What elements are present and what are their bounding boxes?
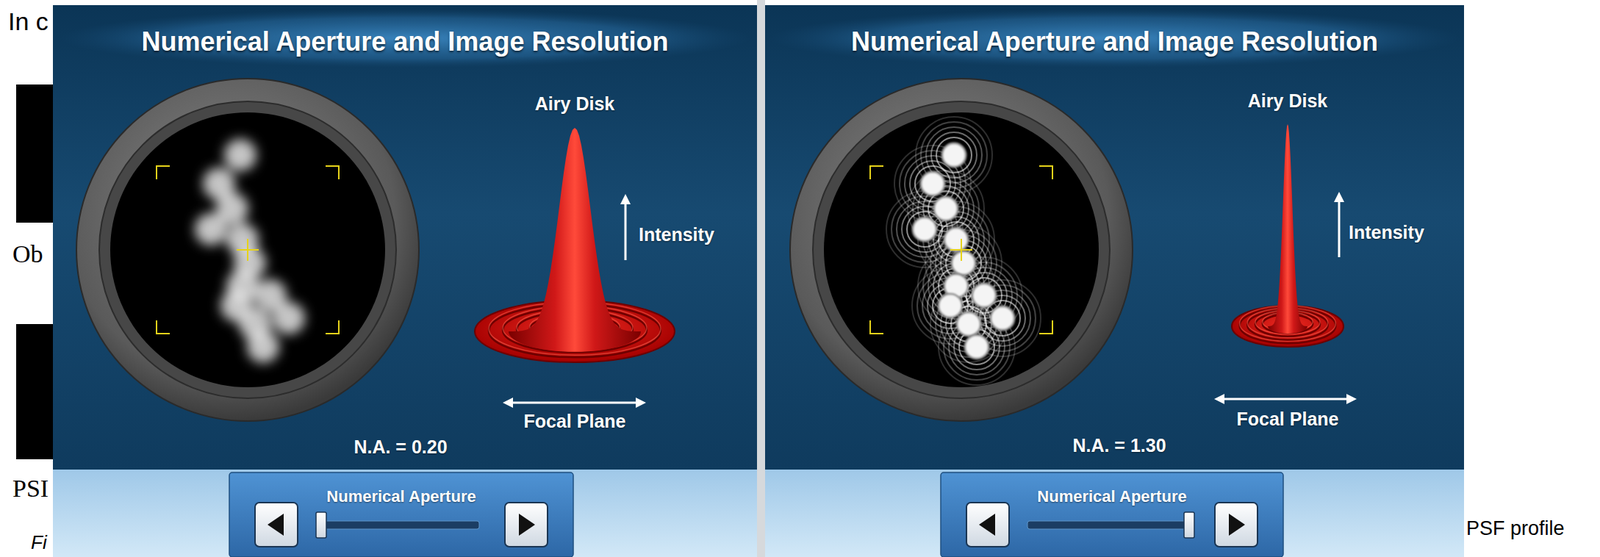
control-band (52, 469, 758, 557)
slider-label: Numerical Aperture (940, 488, 1284, 506)
resolved-particle (944, 227, 968, 252)
slider-thumb (316, 512, 327, 538)
blurred-particle (194, 213, 228, 246)
axis-label: Intensity (638, 224, 715, 246)
slider-thumb (1184, 512, 1195, 538)
resolved-particle (912, 217, 937, 242)
intensity-arrow (1338, 200, 1341, 258)
airy-ring (891, 196, 958, 263)
airy-ring (936, 137, 972, 173)
frame-bracket (1039, 320, 1053, 334)
arrow-button (966, 502, 1010, 547)
panel-title: Numerical Aperture and Image Resolution (765, 27, 1465, 57)
resolved-particle (972, 283, 996, 308)
blurred-particle (224, 138, 257, 172)
plot-title: Airy Disk (1247, 90, 1328, 112)
arrow-triangle (978, 513, 996, 536)
focal-plane-arrow (1222, 398, 1348, 401)
viewer-inner-ring (99, 101, 397, 399)
airy-peak (1267, 124, 1308, 334)
arrow-button (504, 502, 548, 547)
slider-control (229, 472, 574, 557)
arrow-button (1214, 502, 1258, 547)
arrow-triangle (267, 513, 284, 536)
arrowhead (1346, 393, 1357, 405)
airy-disk-plot (474, 127, 675, 363)
airy-peak (508, 127, 641, 353)
slide-text-fragment: Ob (12, 239, 44, 269)
frame-bracket (156, 320, 170, 334)
axis-label: Intensity (1348, 221, 1425, 244)
axis-label: Focal Plane (524, 410, 627, 433)
panel-background (52, 5, 758, 470)
blurred-specimen (194, 138, 306, 364)
resolved-specimen (886, 116, 1041, 386)
arrow-triangle (1228, 513, 1246, 536)
aperture-value: N.A. = 1.30 (1072, 435, 1166, 457)
slider-box (229, 472, 574, 557)
frame-bracket (870, 166, 884, 180)
panel-title: Numerical Aperture and Image Resolution (52, 27, 758, 57)
panel-art (765, 5, 1465, 557)
slider-track (1027, 521, 1191, 530)
resolved-particle (964, 335, 989, 359)
slide-text-fragment: In c (8, 7, 49, 37)
frame-bracket (1039, 166, 1053, 180)
frame-bracket (156, 166, 170, 180)
slider-label: Numerical Aperture (229, 488, 574, 506)
arrowhead (635, 397, 647, 408)
frame-bracket (870, 320, 884, 334)
slider-box: Numerical Aperture (940, 472, 1284, 557)
slide-text-fragment: PSF profile (1466, 517, 1565, 541)
viewer-outer-ring (76, 78, 419, 422)
slide-text-fragment: Fi (30, 532, 48, 555)
axis-label: Focal Plane (1236, 408, 1340, 430)
resolved-particle (942, 143, 966, 167)
aperture-value: N.A. = 0.20 (353, 436, 447, 458)
arrow-triangle (518, 513, 536, 536)
panel-separator (757, 0, 766, 557)
crosshair (960, 238, 963, 261)
viewer-inner-ring (812, 101, 1110, 399)
crosshair (246, 238, 249, 261)
arrowhead (502, 397, 513, 408)
title-banner: Numerical Aperture and Image ResolutionN… (765, 5, 1465, 557)
resolved-particle (938, 293, 963, 318)
airy-disk-plot (1231, 124, 1344, 347)
resolved-particle (956, 312, 981, 336)
slide-text-fragment: PSI (12, 474, 49, 503)
frame-bracket (325, 166, 339, 180)
slider-track (316, 521, 480, 530)
focal-plane-arrow (511, 402, 638, 405)
resolved-particle (951, 251, 976, 275)
slider-box (940, 472, 1284, 557)
frame-bracket (325, 320, 339, 334)
resolved-particle (920, 171, 945, 196)
intensity-arrow (624, 202, 627, 261)
panel-art (52, 5, 758, 557)
control-band (765, 469, 1465, 557)
airy-ring (931, 132, 977, 178)
resolved-particle (934, 196, 958, 221)
plot-title: Airy Disk (535, 93, 615, 115)
arrow-button (255, 502, 298, 547)
blurred-particle (254, 279, 287, 312)
blurred-particle (246, 330, 280, 364)
slider-box: Numerical Aperture (229, 472, 574, 557)
arrowhead (1214, 393, 1225, 405)
panel-background (765, 5, 1465, 470)
resolved-particle (990, 306, 1015, 330)
viewer-field (110, 112, 386, 388)
viewer-outer-ring (790, 78, 1133, 422)
viewer-field (823, 112, 1099, 388)
title-banner: Numerical Aperture and Image ResolutionN… (52, 5, 758, 557)
arrowhead (620, 194, 631, 205)
arrowhead (1333, 191, 1345, 203)
slider-control (940, 472, 1284, 557)
